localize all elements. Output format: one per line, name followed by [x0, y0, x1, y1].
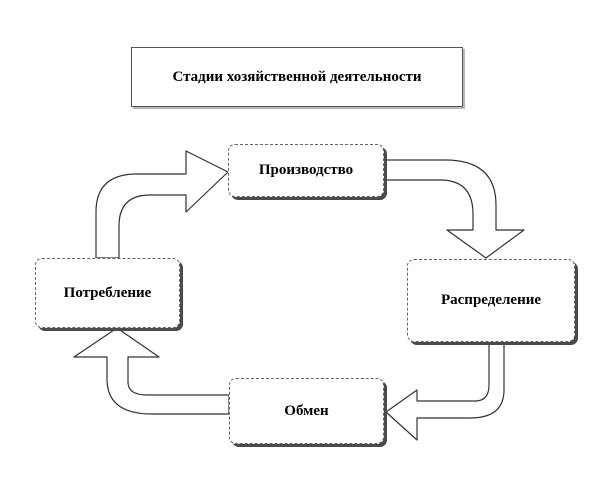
stage-distribution: Распределение	[407, 259, 575, 342]
arrow-distribution-to-exchange	[385, 341, 505, 441]
stage-production: Производство	[228, 144, 384, 197]
stage-consumption: Потребление	[35, 258, 180, 328]
arrow-consumption-to-production	[95, 150, 229, 259]
arrow-production-to-distribution	[383, 159, 525, 259]
arrow-exchange-to-consumption	[73, 327, 230, 415]
stage-exchange: Обмен	[229, 378, 384, 444]
diagram-title: Стадии хозяйственной деятельности	[131, 47, 463, 107]
